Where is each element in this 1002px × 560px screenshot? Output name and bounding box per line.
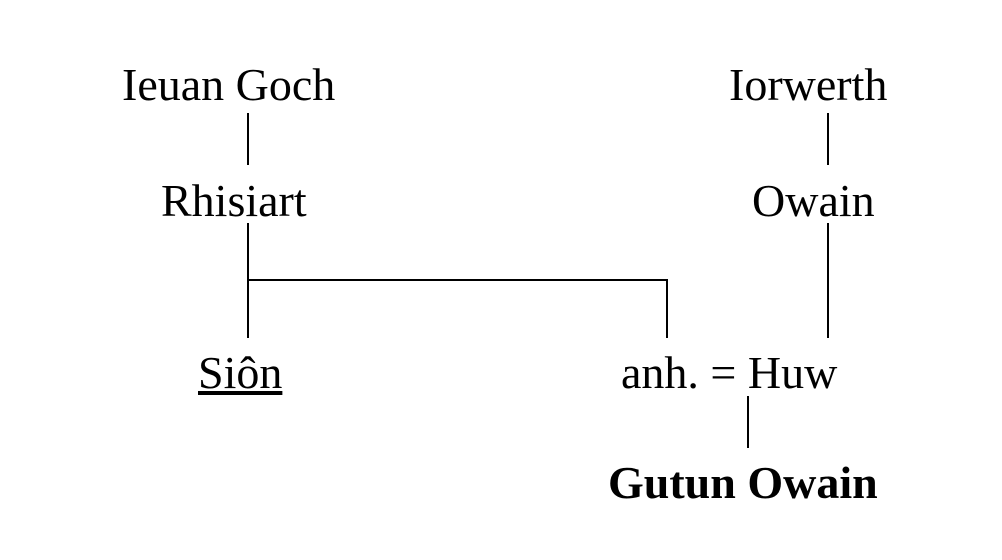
node-iorwerth: Iorwerth: [729, 59, 888, 110]
line-iorwerth-owain: [827, 113, 829, 165]
line-ieuan-rhisiart: [247, 113, 249, 165]
node-ieuan-goch: Ieuan Goch: [122, 59, 336, 110]
node-sion: Siôn: [198, 347, 283, 398]
line-rhisiart-anh: [247, 279, 668, 281]
line-owain-huw: [827, 223, 829, 338]
node-gutun-owain: Gutun Owain: [608, 457, 878, 508]
node-owain: Owain: [752, 175, 875, 226]
node-rhisiart: Rhisiart: [161, 175, 307, 226]
line-to-anh: [666, 279, 668, 338]
node-anh-huw: anh. = Huw: [621, 347, 838, 398]
line-to-gutun: [747, 396, 749, 448]
